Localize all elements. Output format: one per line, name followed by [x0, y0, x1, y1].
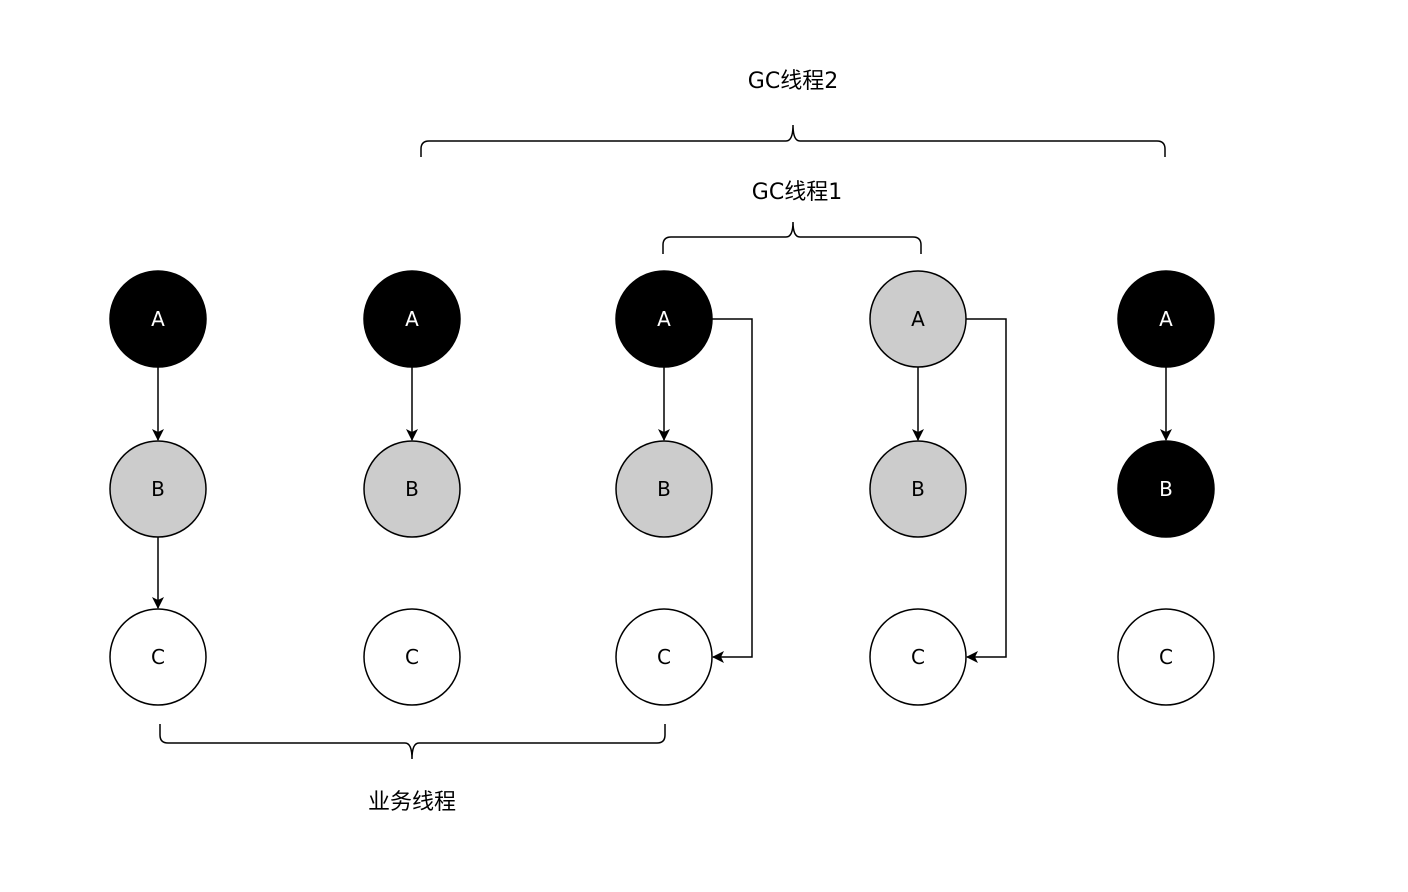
- node-c-white: [363, 608, 461, 706]
- node-b-gray: [869, 440, 967, 538]
- node-c-white: [869, 608, 967, 706]
- node-label: C: [1159, 645, 1173, 669]
- business-thread-brace: [159, 724, 666, 760]
- reference-arrow-a-to-c: [712, 318, 753, 663]
- gc-thread-2-brace: [420, 124, 1166, 157]
- node-b-black: [1117, 440, 1215, 538]
- node-label: A: [1159, 307, 1173, 331]
- column-4: A B C: [869, 270, 1007, 706]
- node-c-white: [1117, 608, 1215, 706]
- node-label: A: [657, 307, 671, 331]
- column-5: A B C: [1117, 270, 1215, 706]
- node-a-black: [615, 270, 713, 368]
- node-a-black: [109, 270, 207, 368]
- node-a-black: [363, 270, 461, 368]
- gc-thread-1-label: GC线程1: [752, 180, 842, 205]
- node-label: B: [657, 477, 671, 501]
- node-label: A: [405, 307, 419, 331]
- node-c-white: [615, 608, 713, 706]
- node-b-gray: [363, 440, 461, 538]
- reference-arrow-a-to-c: [966, 318, 1007, 663]
- node-a-gray: [869, 270, 967, 368]
- gc-thread-1-brace: [662, 221, 922, 254]
- node-c-white: [109, 608, 207, 706]
- business-thread-label: 业务线程: [368, 790, 456, 815]
- node-a-black: [1117, 270, 1215, 368]
- gc-thread-2-label: GC线程2: [748, 69, 838, 94]
- column-1: A B C: [109, 270, 207, 706]
- node-label: B: [1159, 477, 1173, 501]
- node-label: B: [151, 477, 165, 501]
- node-label: C: [657, 645, 671, 669]
- column-3: A B C: [615, 270, 753, 706]
- columns-layer: A B C A B C A B C A B C A B C: [109, 270, 1215, 706]
- node-b-gray: [615, 440, 713, 538]
- column-2: A B C: [363, 270, 461, 706]
- node-label: C: [911, 645, 925, 669]
- node-label: A: [151, 307, 165, 331]
- node-label: B: [911, 477, 925, 501]
- node-label: C: [151, 645, 165, 669]
- node-label: C: [405, 645, 419, 669]
- node-label: A: [911, 307, 925, 331]
- node-label: B: [405, 477, 419, 501]
- node-b-gray: [109, 440, 207, 538]
